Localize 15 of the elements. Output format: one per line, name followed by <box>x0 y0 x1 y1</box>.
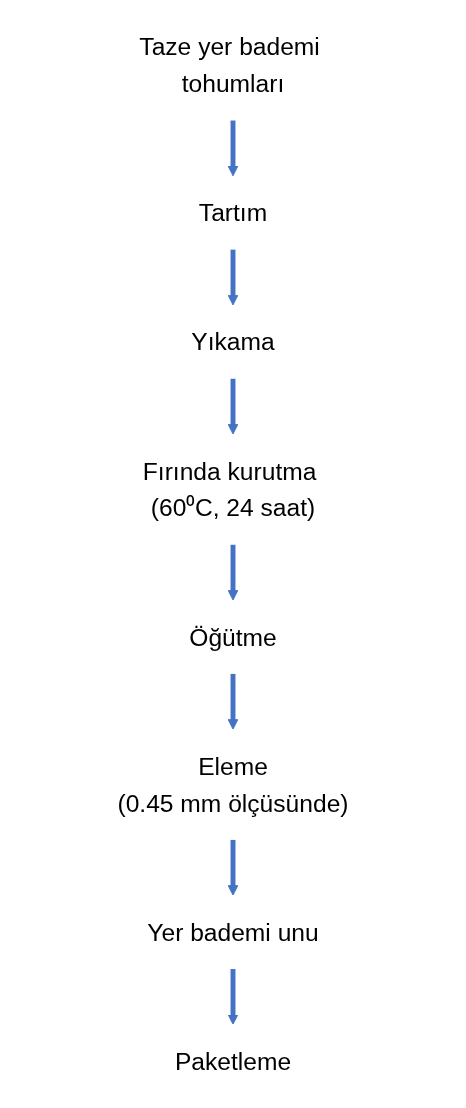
arrow <box>227 120 239 177</box>
node-text: Fırında kurutma (60⁰C, 24 saat) <box>142 457 317 522</box>
arrow <box>227 673 239 730</box>
arrow <box>227 839 239 896</box>
node-text: Yıkama <box>191 328 275 356</box>
node-text: Eleme (0.45 mm ölçüsünde) <box>117 752 349 817</box>
node-text: Paketleme <box>174 1047 292 1075</box>
arrow <box>227 249 239 306</box>
node-text: Taze yer bademi tohumları <box>139 33 320 98</box>
node-text: Öğütme <box>189 623 277 651</box>
node-text: Yer bademi unu <box>147 918 319 946</box>
node-text: Tartım <box>198 199 268 227</box>
arrow <box>227 544 239 601</box>
arrow <box>227 378 239 435</box>
arrow <box>227 969 239 1025</box>
